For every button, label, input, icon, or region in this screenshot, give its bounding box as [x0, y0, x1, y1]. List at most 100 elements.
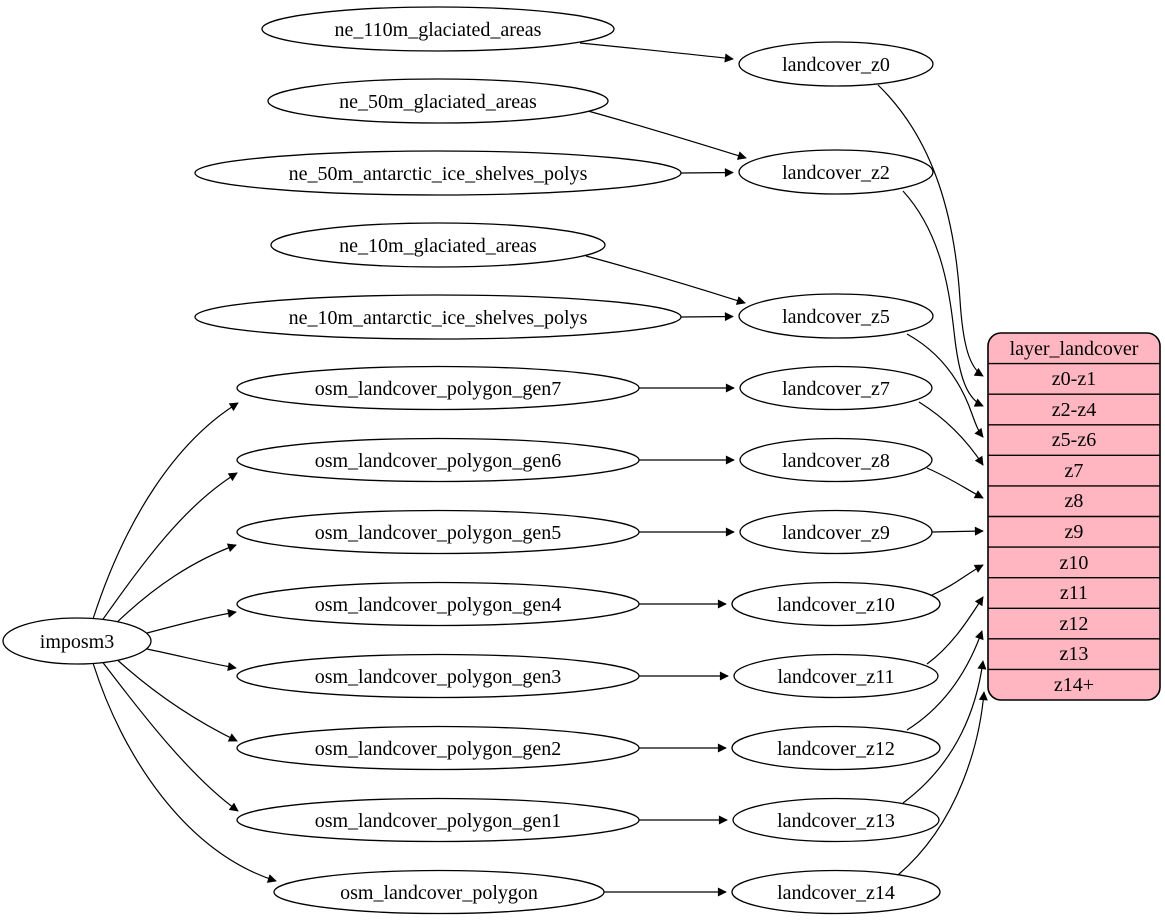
source-ellipse — [270, 222, 606, 268]
edge-imposm3-to-osm_landcover_polygon_gen6 — [100, 472, 238, 623]
edge-imposm3-to-osm_landcover_polygon — [92, 662, 277, 883]
source-label: osm_landcover_polygon_gen1 — [315, 810, 562, 832]
edge-ne_50m_antarctic_ice_shelves_polys-to-landcover_z2 — [680, 168, 734, 178]
intermediate-label: landcover_z9 — [782, 522, 890, 544]
source-label: ne_10m_glaciated_areas — [339, 235, 537, 257]
node-osm_landcover_polygon_gen4: osm_landcover_polygon_gen4 — [236, 581, 640, 627]
layer-row-z5-z6: z5-z6 — [1052, 429, 1096, 451]
layer-row-z8: z8 — [1065, 490, 1084, 512]
source-label: ne_10m_antarctic_ice_shelves_polys — [289, 307, 588, 329]
edge-landcover_z14-to-row-z14plus — [897, 691, 988, 876]
intermediate-label: landcover_z14 — [777, 882, 895, 904]
node-landcover_z9: landcover_z9 — [739, 509, 933, 555]
layer-row-z11: z11 — [1060, 582, 1088, 604]
source-ellipse — [236, 797, 640, 843]
edge-imposm3-to-osm_landcover_polygon_gen1 — [100, 659, 239, 812]
intermediate-ellipse — [738, 149, 934, 195]
layer-row-z12: z12 — [1060, 613, 1089, 635]
source-ellipse — [236, 725, 640, 771]
layer-row-z10: z10 — [1060, 552, 1089, 574]
edge-imposm3-to-osm_landcover_polygon_gen2 — [111, 654, 238, 742]
edge-landcover_z11-to-row-z11 — [926, 596, 984, 665]
intermediate-ellipse — [733, 653, 939, 699]
intermediate-ellipse — [738, 41, 934, 87]
node-landcover_z2: landcover_z2 — [738, 149, 934, 195]
node-ne_10m_antarctic_ice_shelves_polys: ne_10m_antarctic_ice_shelves_polys — [194, 294, 682, 340]
source-label: ne_50m_antarctic_ice_shelves_polys — [289, 163, 588, 185]
imposm3-label: imposm3 — [40, 631, 114, 653]
source-ellipse — [236, 581, 640, 627]
node-landcover_z0: landcover_z0 — [738, 41, 934, 87]
source-label: osm_landcover_polygon_gen2 — [315, 738, 562, 760]
intermediate-ellipse — [731, 869, 941, 915]
intermediate-ellipse — [739, 365, 933, 411]
edge-landcover_z10-to-row-z10 — [931, 564, 984, 596]
source-label: osm_landcover_polygon_gen6 — [315, 450, 562, 472]
edge-landcover_z9-to-row-z9 — [931, 526, 984, 536]
imposm3-ellipse — [2, 617, 152, 665]
source-label: osm_landcover_polygon — [340, 882, 538, 904]
edge-landcover_z13-to-row-z13 — [902, 660, 987, 804]
node-landcover_z7: landcover_z7 — [739, 365, 933, 411]
node-landcover_z14: landcover_z14 — [731, 869, 941, 915]
edge-landcover_z5-to-row-z5-z6 — [906, 333, 984, 438]
node-layer_landcover: layer_landcover z0-z1 z2-z4 z5-z6 z7 z8 … — [987, 332, 1161, 701]
node-osm_landcover_polygon_gen2: osm_landcover_polygon_gen2 — [236, 725, 640, 771]
source-ellipse — [273, 869, 605, 915]
source-ellipse — [194, 294, 682, 340]
intermediate-ellipse — [732, 797, 940, 843]
layer-table-title: layer_landcover — [1010, 338, 1139, 360]
edge-landcover_z8-to-row-z8 — [926, 467, 984, 499]
edge-imposm3-to-osm_landcover_polygon_gen7 — [92, 402, 239, 620]
intermediate-label: landcover_z7 — [782, 378, 890, 400]
node-landcover_z10: landcover_z10 — [731, 581, 941, 627]
edges-layer — [92, 42, 988, 897]
source-label: osm_landcover_polygon_gen4 — [315, 594, 562, 616]
intermediate-label: landcover_z13 — [777, 810, 895, 832]
edge-landcover_z0-to-row-z0-z1 — [877, 84, 984, 377]
edge-ne_10m_antarctic_ice_shelves_polys-to-landcover_z5 — [680, 312, 734, 322]
intermediate-label: landcover_z5 — [782, 306, 890, 328]
layer-row-z14plus: z14+ — [1054, 674, 1094, 696]
source-label: osm_landcover_polygon_gen7 — [315, 378, 562, 400]
intermediate-label: landcover_z0 — [782, 54, 890, 76]
node-osm_landcover_polygon_gen7: osm_landcover_polygon_gen7 — [236, 365, 640, 411]
layer-row-z2-z4: z2-z4 — [1052, 399, 1096, 421]
intermediate-ellipse — [731, 725, 941, 771]
node-osm_landcover_polygon: osm_landcover_polygon — [273, 869, 605, 915]
layer-row-z7: z7 — [1065, 460, 1084, 482]
intermediate-ellipse — [739, 509, 933, 555]
intermediate-label: landcover_z11 — [778, 666, 895, 688]
intermediate-ellipse — [739, 437, 933, 483]
source-ellipse — [236, 509, 640, 555]
node-landcover_z5: landcover_z5 — [738, 293, 934, 339]
source-ellipse — [194, 150, 682, 196]
node-osm_landcover_polygon_gen6: osm_landcover_polygon_gen6 — [236, 437, 640, 483]
intermediate-ellipse — [738, 293, 934, 339]
edge-ne_10m_glaciated_areas-to-landcover_z5 — [585, 255, 746, 305]
source-label: ne_110m_glaciated_areas — [335, 19, 542, 41]
intermediate-ellipse — [731, 581, 941, 627]
source-ellipse — [236, 437, 640, 483]
node-ne_110m_glaciated_areas: ne_110m_glaciated_areas — [261, 6, 615, 52]
node-landcover_z11: landcover_z11 — [733, 653, 939, 699]
node-landcover_z13: landcover_z13 — [732, 797, 940, 843]
layer-row-z13: z13 — [1060, 643, 1089, 665]
source-ellipse — [267, 78, 609, 124]
edge-imposm3-to-osm_landcover_polygon_gen4 — [146, 608, 237, 634]
node-ne_50m_antarctic_ice_shelves_polys: ne_50m_antarctic_ice_shelves_polys — [194, 150, 682, 196]
node-landcover_z12: landcover_z12 — [731, 725, 941, 771]
intermediate-label: landcover_z2 — [782, 162, 890, 184]
intermediate-label: landcover_z10 — [777, 594, 895, 616]
node-osm_landcover_polygon_gen5: osm_landcover_polygon_gen5 — [236, 509, 640, 555]
node-landcover_z8: landcover_z8 — [739, 437, 933, 483]
edge-landcover_z2-to-row-z2-z4 — [902, 190, 984, 407]
edge-ne_110m_glaciated_areas-to-landcover_z0 — [579, 42, 734, 63]
node-osm_landcover_polygon_gen1: osm_landcover_polygon_gen1 — [236, 797, 640, 843]
edge-landcover_z12-to-row-z12 — [906, 630, 984, 731]
edge-landcover_z7-to-row-z7 — [918, 401, 984, 466]
node-ne_10m_glaciated_areas: ne_10m_glaciated_areas — [270, 222, 606, 268]
node-osm_landcover_polygon_gen3: osm_landcover_polygon_gen3 — [236, 653, 640, 699]
node-ne_50m_glaciated_areas: ne_50m_glaciated_areas — [267, 78, 609, 124]
